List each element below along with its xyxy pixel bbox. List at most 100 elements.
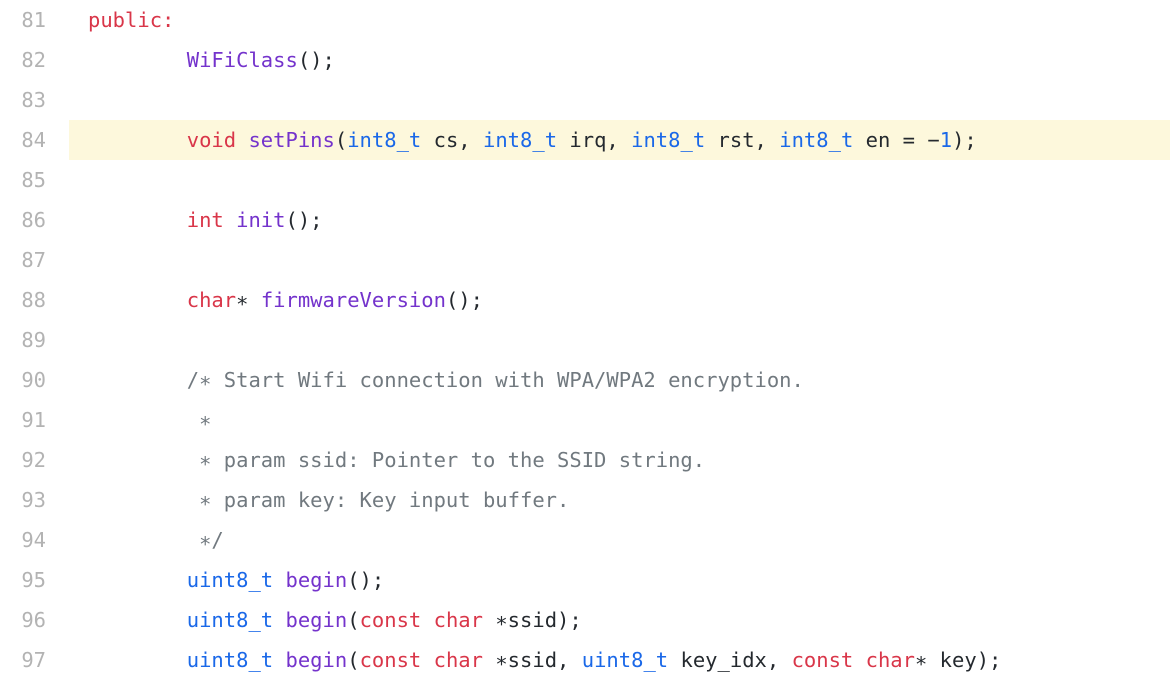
line-content[interactable]: int init(); xyxy=(69,200,1170,240)
line-number: 92 xyxy=(0,440,69,480)
code-token-punct: ); xyxy=(952,128,977,152)
code-token-plain xyxy=(88,640,187,680)
code-token-plain xyxy=(224,200,236,240)
line-number: 97 xyxy=(0,640,69,680)
code-token-comment: ∗/ xyxy=(199,528,224,552)
line-number: 91 xyxy=(0,400,69,440)
code-token-punct: ( xyxy=(347,608,360,632)
code-token-plain: ∗ key xyxy=(914,648,977,672)
code-token-plain xyxy=(273,560,285,600)
line-content[interactable]: /∗ Start Wifi connection with WPA/WPA2 e… xyxy=(69,360,1170,400)
code-token-plain xyxy=(273,640,285,680)
code-token-comment: ∗ param ssid: Pointer to the SSID string… xyxy=(199,448,706,472)
line-number: 87 xyxy=(0,240,69,280)
code-token-plain xyxy=(88,440,199,480)
line-number: 82 xyxy=(0,40,69,80)
line-number: 95 xyxy=(0,560,69,600)
code-token-func: firmwareVersion xyxy=(260,288,446,312)
line-number: 89 xyxy=(0,320,69,360)
line-content[interactable]: public: xyxy=(69,0,1170,40)
code-token-plain: en = − xyxy=(853,128,940,152)
line-number: 84 xyxy=(0,120,69,160)
line-content[interactable]: ∗ param key: Key input buffer. xyxy=(69,480,1170,520)
code-token-type: uint8_t xyxy=(186,608,274,632)
code-line[interactable]: 90 /∗ Start Wifi connection with WPA/WPA… xyxy=(0,360,1170,400)
code-token-plain xyxy=(88,360,187,400)
code-token-keyword: int xyxy=(186,208,224,232)
code-token-plain xyxy=(88,120,187,160)
code-line[interactable]: 91 ∗ xyxy=(0,400,1170,440)
line-number: 83 xyxy=(0,80,69,120)
line-content[interactable]: uint8_t begin(const char ∗ssid, uint8_t … xyxy=(69,640,1170,680)
code-token-plain xyxy=(88,40,187,80)
line-number: 85 xyxy=(0,160,69,200)
line-content[interactable] xyxy=(69,240,1170,280)
code-line[interactable]: 89 xyxy=(0,320,1170,360)
code-line[interactable]: 93 ∗ param key: Key input buffer. xyxy=(0,480,1170,520)
code-token-punct: (); xyxy=(297,48,335,72)
code-token-plain xyxy=(88,400,199,440)
code-token-punct: (); xyxy=(285,208,323,232)
code-token-keyword: const char xyxy=(359,648,483,672)
line-content[interactable]: WiFiClass(); xyxy=(69,40,1170,80)
code-token-func: begin xyxy=(285,648,348,672)
code-token-plain xyxy=(88,520,199,560)
code-token-plain xyxy=(273,600,285,640)
code-token-punct: ( xyxy=(347,648,360,672)
code-line[interactable]: 92 ∗ param ssid: Pointer to the SSID str… xyxy=(0,440,1170,480)
code-token-plain xyxy=(88,280,187,320)
code-line[interactable]: 85 xyxy=(0,160,1170,200)
code-line[interactable]: 83 xyxy=(0,80,1170,120)
code-token-plain: ∗ xyxy=(236,288,261,312)
code-line[interactable]: 97 uint8_t begin(const char ∗ssid, uint8… xyxy=(0,640,1170,680)
code-token-type: int8_t xyxy=(347,128,422,152)
line-content[interactable]: uint8_t begin(); xyxy=(69,560,1170,600)
line-content[interactable] xyxy=(69,80,1170,120)
line-content[interactable] xyxy=(69,160,1170,200)
code-line[interactable]: 95 uint8_t begin(); xyxy=(0,560,1170,600)
code-line[interactable]: 88 char∗ firmwareVersion(); xyxy=(0,280,1170,320)
line-number: 86 xyxy=(0,200,69,240)
line-number: 94 xyxy=(0,520,69,560)
code-token-punct: (); xyxy=(347,568,385,592)
code-token-comment: ∗ xyxy=(199,408,212,432)
line-content[interactable]: ∗/ xyxy=(69,520,1170,560)
code-token-comment: ∗ param key: Key input buffer. xyxy=(199,488,570,512)
code-token-type: uint8_t xyxy=(186,648,274,672)
code-token-type: uint8_t xyxy=(186,568,274,592)
code-token-keyword: const char xyxy=(359,608,483,632)
code-token-keyword: char xyxy=(186,288,237,312)
code-token-type: int8_t xyxy=(779,128,854,152)
code-token-plain: irq, xyxy=(557,128,632,152)
code-token-plain xyxy=(88,200,187,240)
code-token-func: WiFiClass xyxy=(186,48,298,72)
line-content[interactable] xyxy=(69,320,1170,360)
code-token-type: uint8_t xyxy=(581,648,669,672)
code-token-func: init xyxy=(236,208,286,232)
code-token-type: int8_t xyxy=(483,128,558,152)
code-line[interactable]: 94 ∗/ xyxy=(0,520,1170,560)
line-number: 81 xyxy=(0,0,69,40)
line-content[interactable]: ∗ xyxy=(69,400,1170,440)
code-token-type: int8_t xyxy=(631,128,706,152)
code-token-punct: ); xyxy=(976,648,1002,672)
code-line[interactable]: 86 int init(); xyxy=(0,200,1170,240)
code-token-punct: (); xyxy=(445,288,483,312)
code-token-comment: /∗ Start Wifi connection with WPA/WPA2 e… xyxy=(186,368,804,392)
code-line[interactable]: 84 void setPins(int8_t cs, int8_t irq, i… xyxy=(0,120,1170,160)
code-line[interactable]: 96 uint8_t begin(const char ∗ssid); xyxy=(0,600,1170,640)
line-content[interactable]: char∗ firmwareVersion(); xyxy=(69,280,1170,320)
line-number: 90 xyxy=(0,360,69,400)
code-token-punct: ( xyxy=(334,128,348,152)
line-content[interactable]: uint8_t begin(const char ∗ssid); xyxy=(69,600,1170,640)
line-content[interactable]: void setPins(int8_t cs, int8_t irq, int8… xyxy=(69,120,1170,160)
code-token-func: begin xyxy=(285,568,348,592)
code-line[interactable]: 82 WiFiClass(); xyxy=(0,40,1170,80)
code-token-punct: ); xyxy=(557,608,582,632)
line-number: 93 xyxy=(0,480,69,520)
code-line[interactable]: 87 xyxy=(0,240,1170,280)
line-content[interactable]: ∗ param ssid: Pointer to the SSID string… xyxy=(69,440,1170,480)
